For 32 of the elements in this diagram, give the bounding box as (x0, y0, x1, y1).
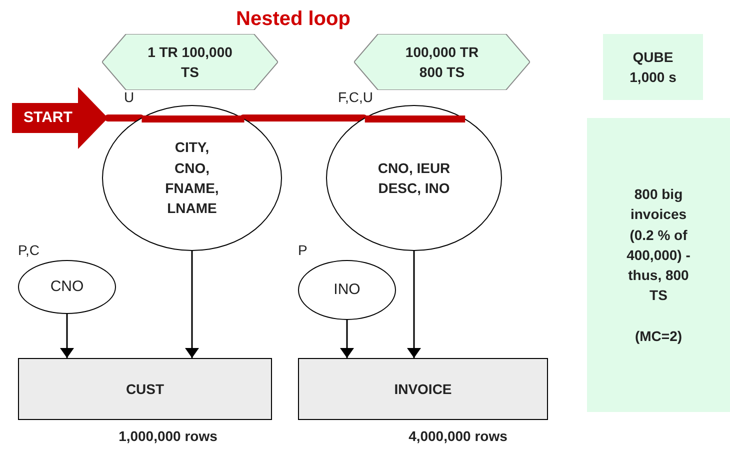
note-box (587, 118, 730, 412)
diagram-title: Nested loop (236, 7, 350, 32)
node-text: CUST (126, 380, 164, 399)
node-text: INO (334, 280, 360, 300)
table-box (18, 358, 272, 420)
start-arrow (12, 87, 108, 149)
table-box (298, 358, 548, 420)
node-text: START (24, 108, 74, 128)
node-caption: P,C (18, 241, 41, 260)
node-text: 800 big invoices (0.2 % of 400,000) - thus, 800 TS (626, 184, 692, 306)
node-caption: P (298, 241, 308, 260)
access-path-line (240, 114, 368, 122)
node-text: QUBE 1,000 s (628, 48, 678, 87)
node-text: 100,000 TR 800 TS (404, 42, 480, 82)
node-caption: F,C,U (338, 88, 374, 107)
arrow (407, 250, 421, 359)
node-text: INVOICE (394, 380, 452, 399)
node-caption: 1,000,000 rows (118, 427, 218, 446)
node-text: CITY, CNO, FNAME, LNAME (164, 138, 220, 218)
arrow (185, 250, 199, 359)
node-text: (MC=2) (634, 326, 682, 346)
arrow (60, 313, 74, 359)
access-path-line (104, 114, 144, 122)
hexagon-box (354, 34, 530, 90)
node-caption: U (124, 88, 136, 107)
node-text: CNO, IEUR DESC, INO (376, 158, 452, 198)
node-text: CNO (50, 277, 84, 298)
note-box (603, 34, 703, 100)
node-caption: 4,000,000 rows (408, 427, 508, 446)
node-text: 1 TR 100,000 TS (146, 42, 234, 82)
hexagon-box (102, 34, 278, 90)
arrow (340, 319, 354, 359)
